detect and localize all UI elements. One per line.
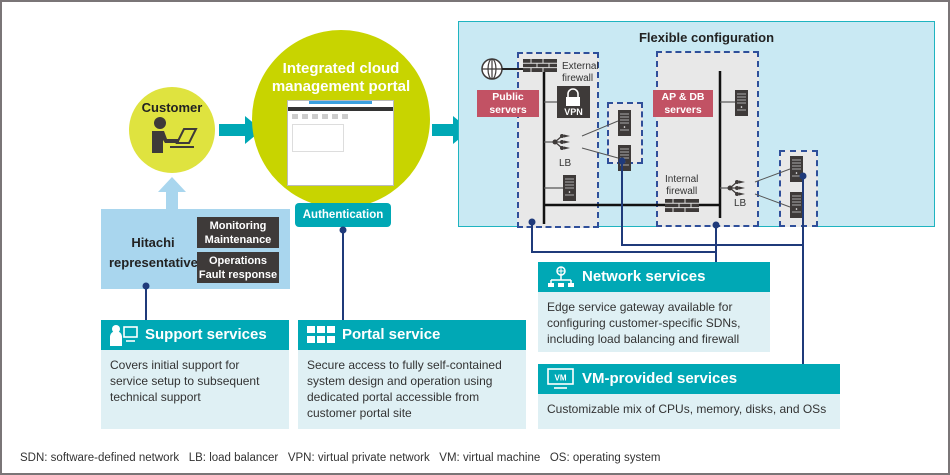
vpn-icon — [557, 86, 590, 118]
service-connector-lines — [145, 160, 804, 364]
tag-line: AP & DB — [661, 91, 705, 103]
tag-line: servers — [489, 104, 527, 116]
server-icon — [734, 89, 749, 117]
vm-services-header: VM VM-provided services — [538, 364, 840, 394]
hitachi-representative-box: Hitachi representative Monitoring Mainte… — [101, 209, 290, 289]
hitachi-label-line2: representative — [109, 255, 198, 270]
portal-service-header: Portal service — [298, 320, 526, 350]
vm-icon-text: VM — [555, 374, 567, 383]
label-line: firewall — [666, 186, 698, 197]
tag-line: Operations — [208, 255, 268, 267]
authentication-tag: Authentication — [295, 203, 391, 227]
portal-title-line2: management portal — [271, 78, 411, 95]
tag-line: Monitoring — [209, 220, 267, 232]
connector-dots — [142, 157, 807, 290]
portal-title-line1: Integrated cloud — [282, 60, 400, 77]
support-services-description: Covers initial support for service setup… — [101, 350, 289, 429]
label-line: Internal — [665, 174, 699, 185]
label-line: External — [562, 61, 599, 72]
vpn-label: VPN — [564, 107, 583, 117]
external-firewall-label: External firewall — [562, 61, 599, 85]
load-balancer-icon — [726, 179, 746, 197]
public-servers-tag: Public servers — [477, 90, 539, 117]
support-services-title: Support services — [145, 326, 267, 343]
tag-line: Maintenance — [204, 234, 272, 246]
vm-services-title: VM-provided services — [582, 370, 738, 387]
hitachi-label: Hitachi representative — [109, 233, 198, 273]
arrow-hitachi-to-customer — [158, 177, 186, 210]
network-services-header: Network services — [538, 262, 770, 292]
label-line: firewall — [562, 73, 594, 84]
operations-fault-response-tag: Operations Fault response — [197, 252, 279, 283]
internal-firewall-label: Internal firewall — [665, 174, 698, 198]
ap-db-servers-tag: AP & DB servers — [653, 90, 713, 117]
support-person-computer-icon — [110, 325, 138, 346]
server-icon — [562, 174, 577, 202]
vm-services-description: Customizable mix of CPUs, memory, disks,… — [538, 394, 840, 429]
monitoring-maintenance-tag: Monitoring Maintenance — [197, 217, 279, 248]
grid-tiles-icon — [307, 326, 335, 343]
load-balancer-icon — [551, 133, 571, 151]
internal-firewall-icon — [664, 198, 700, 213]
server-icon — [789, 191, 804, 219]
server-icon — [617, 144, 632, 172]
portal-service-description: Secure access to fully self-contained sy… — [298, 350, 526, 429]
portal-service-title: Portal service — [342, 326, 441, 343]
portal-title: Integrated cloud management portal — [270, 60, 412, 96]
network-topology-icon — [548, 266, 574, 287]
vm-monitor-icon: VM — [547, 368, 574, 389]
external-firewall-icon — [522, 58, 558, 73]
server-icon — [617, 109, 632, 137]
customer-circle — [129, 87, 215, 173]
tag-line: Public — [492, 91, 524, 103]
lb-label-public: LB — [559, 158, 572, 169]
ap-db-zone — [656, 51, 759, 227]
tag-line: servers — [664, 104, 702, 116]
network-services-title: Network services — [582, 268, 706, 285]
support-services-header: Support services — [101, 320, 289, 350]
tag-line: Fault response — [198, 269, 278, 281]
person-at-laptop-icon — [152, 117, 198, 153]
lb-label-ap: LB — [734, 198, 747, 209]
abbreviations-footnote: SDN: software-defined network LB: load b… — [20, 452, 661, 464]
portal-screenshot-thumbnail — [287, 100, 394, 186]
internet-globe-icon — [481, 58, 523, 80]
config-title: Flexible configuration — [638, 30, 775, 45]
hitachi-label-line1: Hitachi — [131, 235, 175, 250]
network-services-description: Edge service gateway available for confi… — [538, 292, 770, 352]
customer-label: Customer — [141, 100, 203, 115]
